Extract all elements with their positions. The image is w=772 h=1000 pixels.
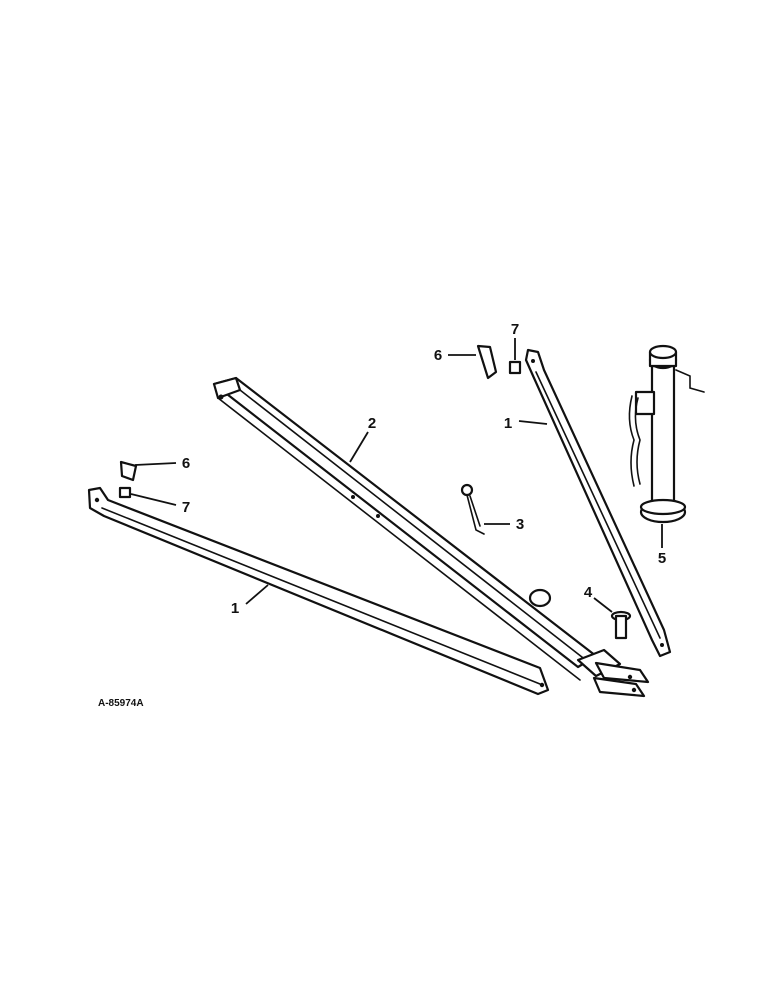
callout-jack: 5	[658, 550, 666, 567]
leader-lines	[130, 338, 663, 613]
reference-number: A-85974A	[98, 698, 144, 709]
hitch-pin-clip	[460, 483, 485, 535]
callout-brace-right: 1	[504, 415, 512, 432]
callout-pin: 4	[584, 584, 593, 601]
nut-left	[118, 486, 132, 499]
callout-brace-left: 1	[231, 600, 239, 617]
callout-clip-right: 6	[434, 347, 442, 364]
callout-nut-left: 7	[182, 499, 190, 516]
callout-nut-right: 7	[511, 321, 519, 338]
callout-hitch-pin-clip: 3	[516, 516, 524, 533]
jack-assembly	[628, 344, 705, 524]
callout-clip-left: 6	[182, 455, 190, 472]
nut-right	[508, 360, 522, 375]
clip-right	[476, 344, 498, 380]
brace-left	[87, 486, 550, 696]
brace-right	[524, 348, 672, 658]
pin	[610, 610, 632, 640]
clip-left	[119, 460, 138, 482]
tongue-bar	[212, 376, 650, 698]
callout-tongue: 2	[368, 415, 376, 432]
